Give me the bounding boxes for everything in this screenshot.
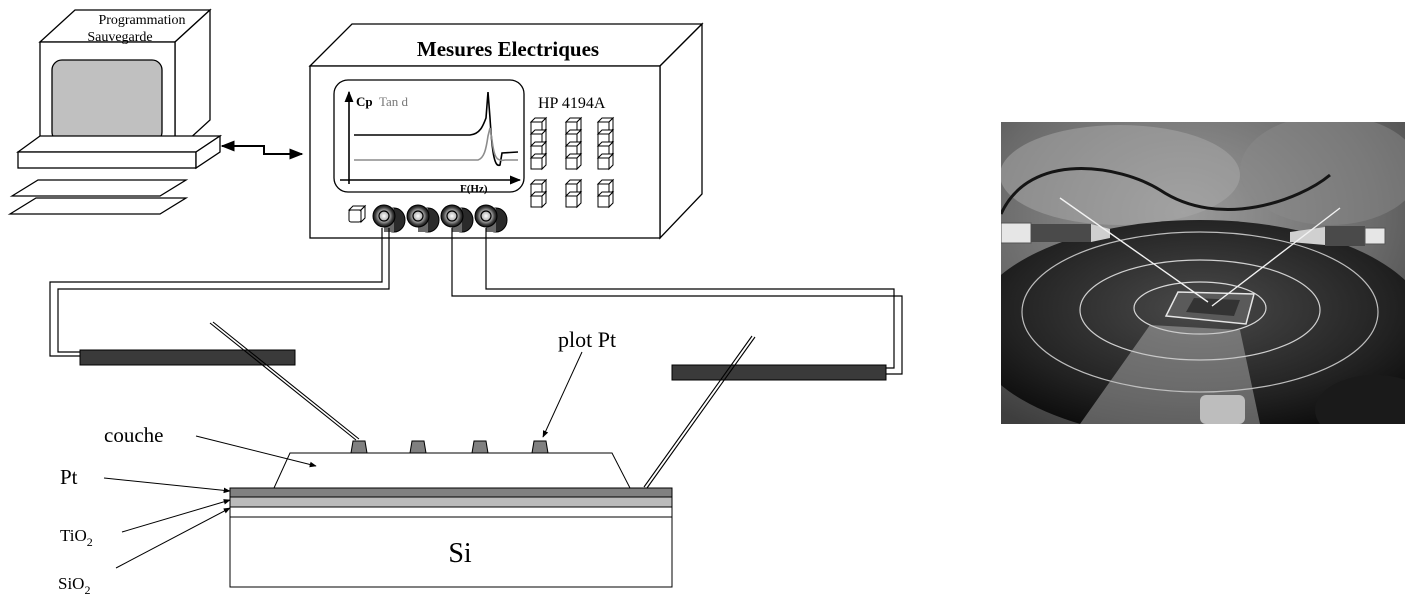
- arrow-pt: [104, 478, 230, 491]
- base-top: [18, 136, 220, 152]
- monitor-screen: [52, 60, 162, 142]
- probe-arm-left: [80, 350, 295, 365]
- label-substrate-si: Si: [448, 538, 472, 569]
- label-couche: couche: [104, 423, 163, 447]
- label-tio2: TiO2: [60, 526, 93, 549]
- layer-sio2: [230, 507, 672, 517]
- probe-station-photo: [970, 115, 1412, 445]
- arrow-plot-pt: [543, 352, 582, 437]
- label-sio2: SiO2: [58, 574, 90, 597]
- keypad-key: [531, 192, 546, 207]
- probe-arms: [80, 350, 886, 380]
- needle-right: [644, 336, 755, 488]
- graph-label-frequency: F(Hz): [460, 183, 488, 195]
- cable-4: [486, 228, 894, 368]
- label-pt: Pt: [60, 465, 78, 489]
- keypad-key: [531, 154, 546, 169]
- keypad-key: [566, 154, 581, 169]
- computer-label-line1: Programmation: [98, 13, 185, 28]
- keyboard-sheet: [10, 198, 186, 214]
- keypad-key: [598, 154, 613, 169]
- instrument-title: Mesures Electriques: [417, 37, 599, 61]
- probe-arm-right: [672, 365, 886, 380]
- base-front: [18, 152, 196, 168]
- cable-1: [50, 228, 382, 356]
- pt-pad-2: [410, 441, 426, 453]
- layer-tio2: [230, 497, 672, 507]
- keypad: [531, 118, 613, 207]
- data-link: [222, 146, 302, 154]
- computer-label-line2: Sauvegarde: [87, 30, 152, 45]
- small-button: [349, 206, 365, 222]
- pt-pad-4: [532, 441, 548, 453]
- pt-pad-1: [351, 441, 367, 453]
- keypad-key: [566, 192, 581, 207]
- keypad-key: [598, 192, 613, 207]
- arrow-couche: [196, 436, 316, 466]
- keyboard: [12, 180, 186, 196]
- pt-pad-3: [472, 441, 488, 453]
- label-plot-pt: plot Pt: [558, 327, 616, 352]
- layer-couche: [274, 453, 630, 488]
- graph-label-tand: Tan d: [379, 94, 409, 109]
- needle-left: [210, 322, 359, 440]
- instrument-model: HP 4194A: [538, 95, 606, 112]
- layer-pt: [230, 488, 672, 497]
- cable-3: [452, 228, 902, 374]
- graph-label-cp: Cp: [356, 94, 373, 109]
